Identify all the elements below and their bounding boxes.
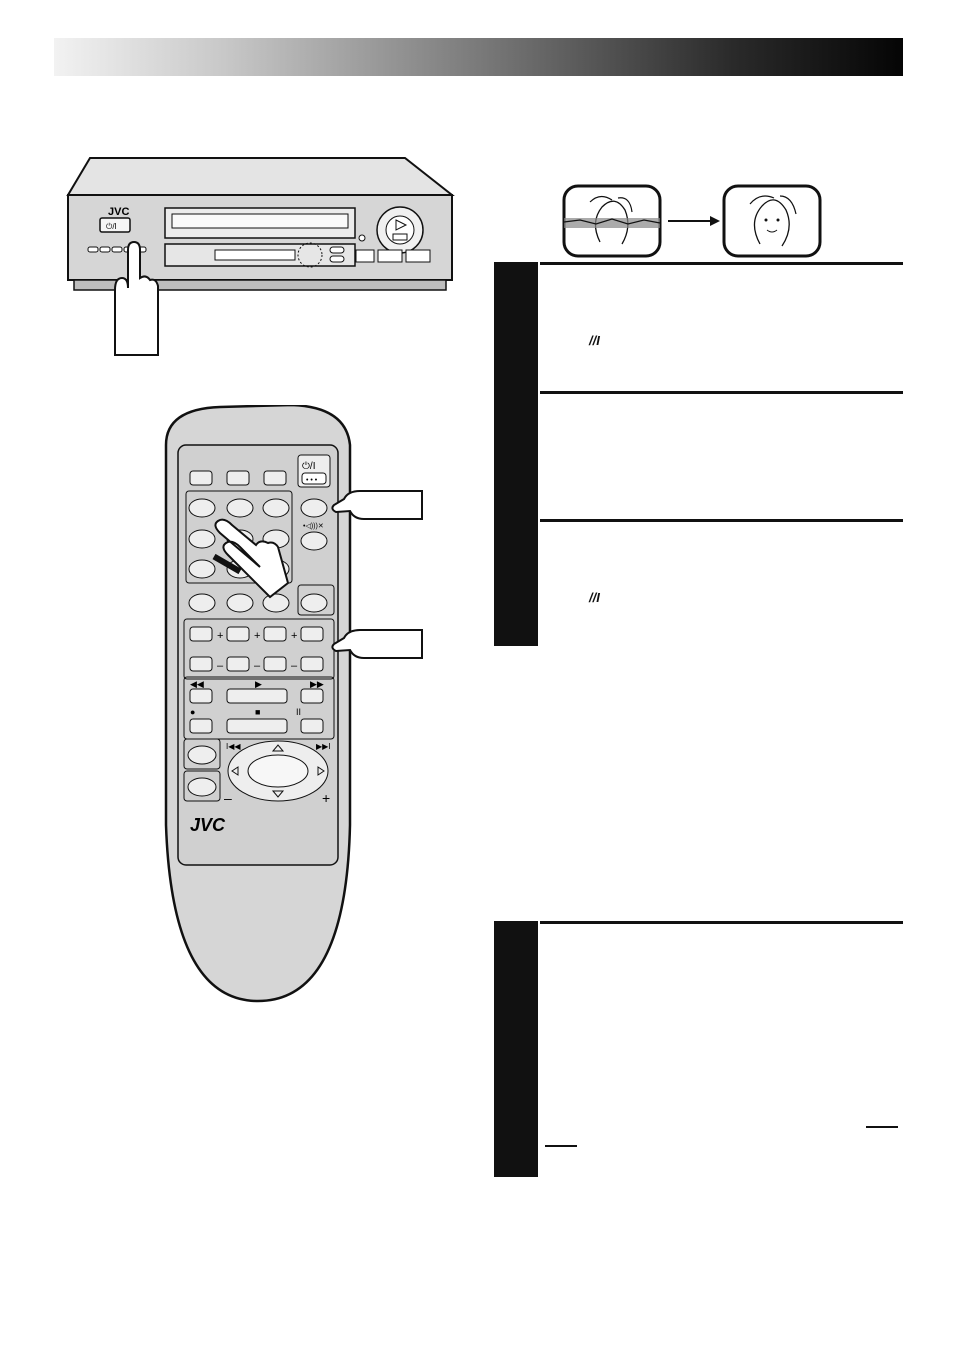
step-1-rule [540,262,903,265]
remote-mid-button-2[interactable] [226,593,254,613]
vcr-power-button[interactable] [99,217,131,233]
remote-power-dots: • • • [306,477,318,484]
remote-rewind-button[interactable] [189,688,213,704]
remote-plus-label: + [322,790,330,806]
remote-mid-button-1[interactable] [188,593,216,613]
pointing-hand-icon [331,490,423,520]
underline-mark-left [545,1145,577,1147]
nav-down-icon [271,790,285,798]
remote-top-button-3[interactable] [263,470,287,486]
remote-lower-button-1[interactable] [187,745,217,765]
step-3-rule [540,519,903,522]
tv-screen-clear [722,184,822,258]
header-gradient-bar [54,38,903,76]
svg-text:◀◀: ◀◀ [190,679,204,689]
remote-control-illustration: ⏻/I • • • •◁)))✕ //I +++ ––– ◀◀▶▶▶ ●■II … [164,405,352,1003]
remote-stop-button[interactable] [226,718,288,734]
tv-screens-illustration [562,184,822,258]
svg-text:■: ■ [255,707,260,717]
remote-side-button-1[interactable] [300,498,328,518]
svg-text:▶▶I: ▶▶I [316,742,331,751]
pointing-hand-icon [114,240,159,356]
svg-text:▶▶: ▶▶ [310,679,324,689]
remote-mid-button-4[interactable] [300,593,328,613]
vcr-rewind-button[interactable] [377,249,403,263]
svg-text:–: – [291,660,298,672]
nav-left-icon [231,766,239,776]
svg-text:–: – [217,660,224,672]
remote-mute-button[interactable] [300,531,328,551]
underline-mark-right [866,1126,898,1128]
nav-up-icon [271,744,285,752]
remote-ok-button[interactable] [247,754,309,788]
svg-text:II: II [296,707,301,717]
svg-text:+: + [254,630,260,642]
vcr-pause-button[interactable] [355,249,375,263]
remote-pause-button[interactable] [300,718,324,734]
step-3-tracking-symbol: //I [589,590,600,605]
nav-right-icon [317,766,325,776]
remote-tracking-button[interactable] [262,593,290,613]
pointing-hand-icon [212,518,290,599]
vcr-front-panel-illustration: JVC ⏻/I [66,157,455,356]
svg-text:–: – [254,660,261,672]
vcr-brand-logo: JVC [108,206,129,218]
remote-play-button[interactable] [226,688,288,704]
step-4-rule [540,921,903,924]
step-side-tab-upper [494,262,538,646]
remote-mute-symbol: •◁)))✕ [303,523,324,530]
svg-text:●: ● [190,707,195,717]
remote-top-button-2[interactable] [226,470,250,486]
remote-brand-logo: JVC [190,815,226,835]
remote-record-button[interactable] [189,718,213,734]
svg-text:▶: ▶ [255,679,262,689]
svg-text:+: + [291,630,297,642]
pointing-hand-icon [331,629,423,659]
remote-power-symbol: ⏻/I [302,461,315,472]
vcr-power-symbol: ⏻/I [106,222,117,231]
remote-lower-button-2[interactable] [187,777,217,797]
arrow-right-icon [710,216,720,226]
step-side-tab-lower [494,921,538,1177]
vcr-ffwd-button[interactable] [405,249,431,263]
remote-ffwd-button[interactable] [300,688,324,704]
remote-top-button-1[interactable] [189,470,213,486]
remote-minus-label: – [224,790,232,806]
svg-text:+: + [217,630,223,642]
svg-text:I◀◀: I◀◀ [226,742,241,751]
remote-plus-minus-buttons[interactable] [189,626,324,672]
step-1-tracking-symbol: //I [589,333,600,348]
step-2-rule [540,391,903,394]
